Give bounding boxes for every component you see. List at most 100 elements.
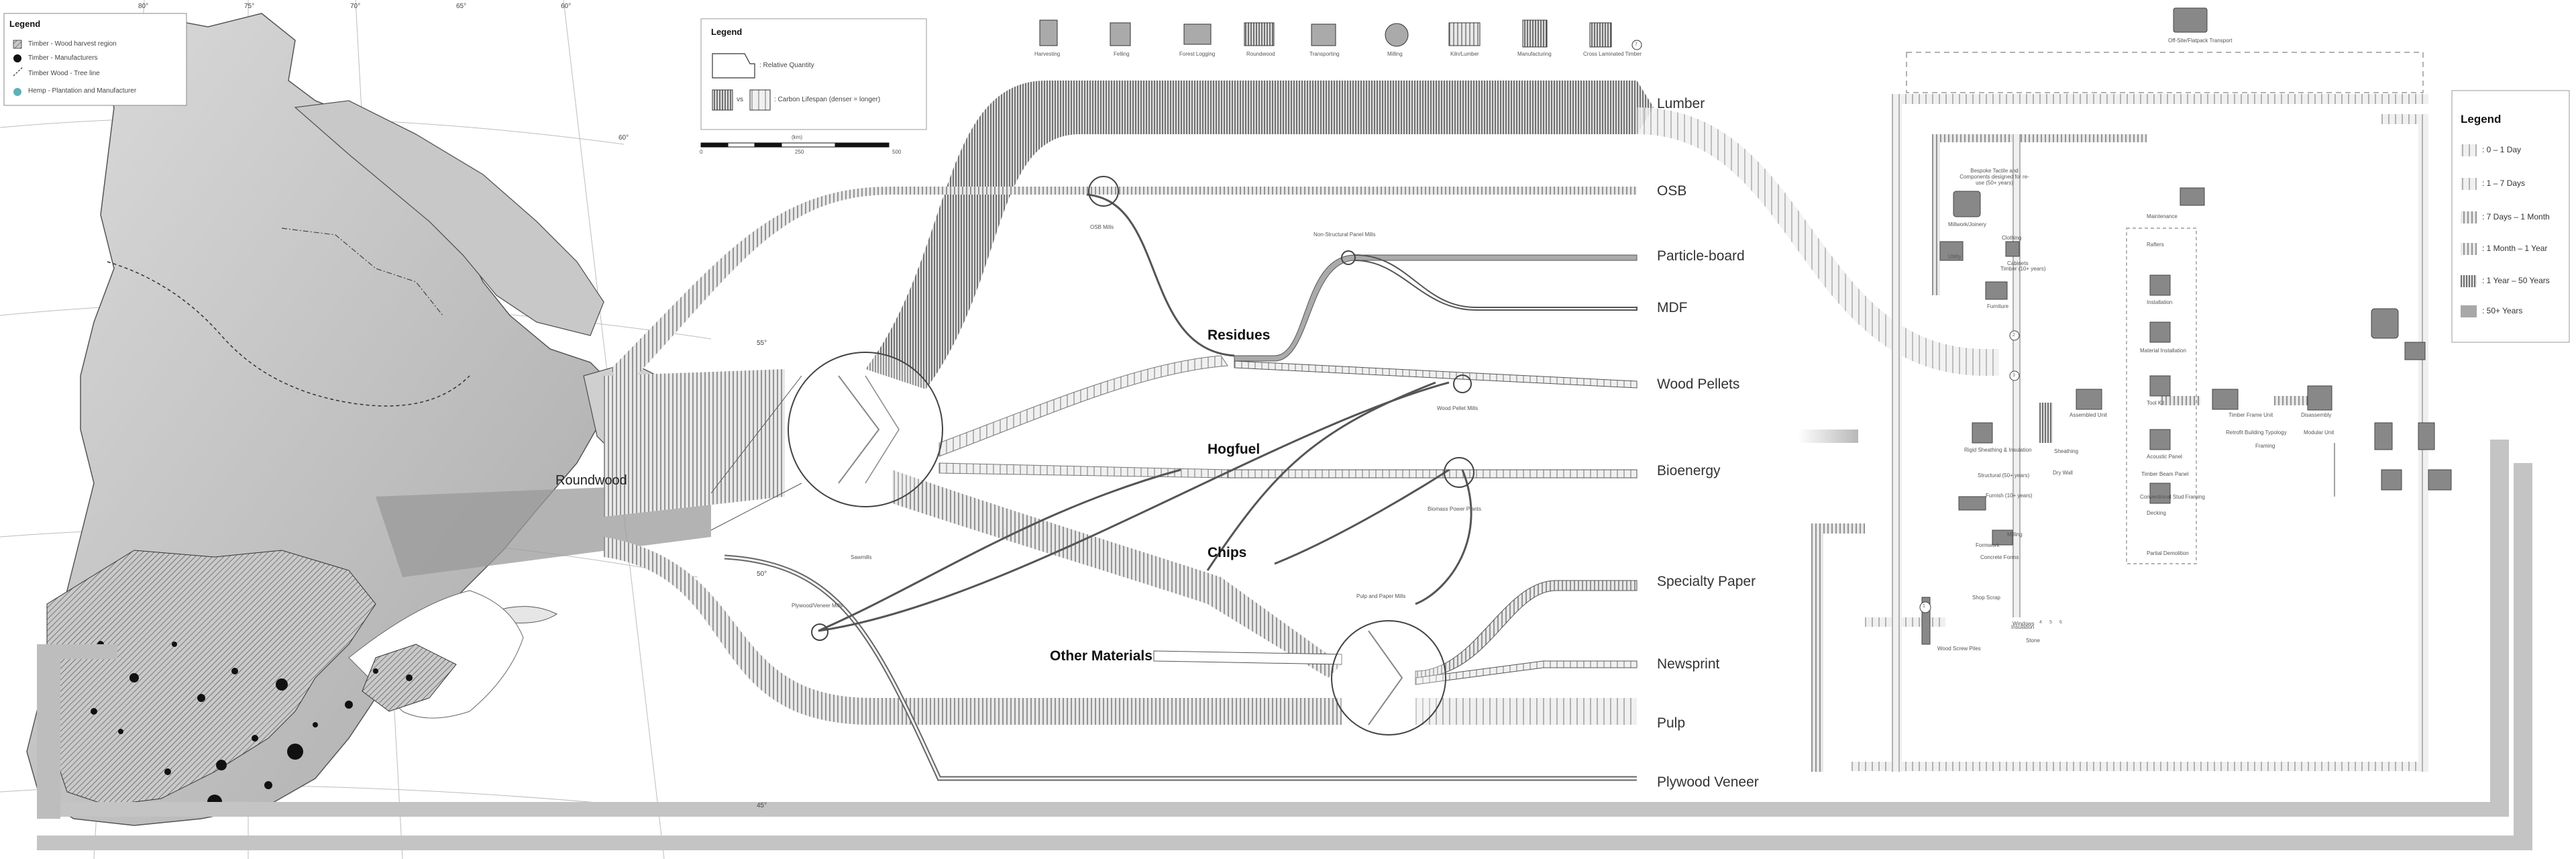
hub-plywood [811,623,828,641]
band-lumber [865,81,1637,389]
building-label: Timber Beam Panel [2141,471,2189,477]
hub-pulp [1331,620,1446,736]
output-lumber: Lumber [1657,96,1705,111]
building-label: Maintenance [2147,213,2178,219]
map-legend [3,13,187,106]
scale-tick: 500 [892,149,902,155]
building-label: Tool Kit [2147,400,2165,406]
lat-label: 45° [757,802,767,809]
output-pulp: Pulp [1657,715,1686,731]
flow-bands [604,81,1654,781]
building-label: Furniture [1987,303,2009,309]
lat-label: 60° [619,134,629,142]
building-label: Rigid Sheathing & Insulation [1964,447,2032,453]
flow-legend-quantity: : Relative Quantity [759,62,814,69]
roundwood-label: Roundwood [555,473,627,488]
right-legend-row: : 50+ Years [2482,306,2523,315]
intermediate-other: Other Materials [1050,648,1152,664]
step-number: 2 [2012,333,2015,338]
building-label: Shop Scrap [1972,595,2000,601]
flow-legend-vs: vs [737,96,743,103]
building-label: Formwork [1976,542,2000,548]
hub-label-sawmills: Sawmills [851,554,872,560]
lon-label: 60° [561,3,572,10]
process-caption: Felling [1114,51,1130,57]
building-label: Millwork/Joinery [1948,221,1986,228]
building-label: Bespoke Tactile and Components designed … [1960,168,2029,186]
process-icons [1039,19,1642,50]
building-label: Milling [2007,532,2023,538]
map-legend-item-harvest: Timber - Wood harvest region [28,40,117,48]
flow-legend-lifespan: : Carbon Lifespan (denser = longer) [774,96,881,103]
band-chips [892,470,1342,678]
output-wood-pellets: Wood Pellets [1657,376,1740,392]
lon-label: 70° [350,3,361,10]
process-caption: Roundwood [1246,51,1275,57]
process-caption: Forest Logging [1179,51,1216,57]
map-harvest-region [46,550,376,806]
building-label: Timber (10+ years) [2000,266,2046,272]
hub-osb [1088,176,1119,207]
step-number: 4 [2039,620,2042,625]
step-number: 1 [1923,604,1925,609]
hub-biomass [1444,457,1474,488]
output-mdf: MDF [1657,300,1688,315]
building-label: Windows [2012,621,2035,627]
building-label: Structural (50+ years) [1978,472,2030,478]
scale-tick: 250 [795,149,804,155]
scale-tick: 0 [700,149,703,155]
flow-legend-title: Legend [711,27,743,37]
lon-label: 80° [138,3,149,10]
map-labrador [294,100,604,336]
lat-label: 50° [757,570,767,578]
step-number: 5 [2049,620,2052,625]
building-label: Decking [2147,510,2166,516]
process-caption: Cross Laminated Timber [1583,51,1642,57]
hub-label-osb: OSB Mills [1090,224,1114,230]
building-label: Insulation [2011,624,2035,630]
band-pulp [604,537,1342,725]
right-legend-row: : 7 Days – 1 Month [2482,212,2550,221]
lat-label: 55° [757,340,767,347]
building-label: Installation [2147,299,2173,305]
band-roundwood [604,369,785,517]
lon-label: 75° [244,3,255,10]
building-label: Sheathing [2054,448,2079,454]
output-bioenergy: Bioenergy [1657,463,1721,478]
building-label: Wood Screw Piles [1937,646,1981,652]
process-caption: Kiln/Lumber [1450,51,1479,57]
intermediate-hogfuel: Hogfuel [1208,442,1260,457]
hub-label-wood-pellet: Wood Pellet Mills [1437,405,1479,411]
output-newsprint: Newsprint [1657,656,1720,672]
right-legend-row: : 0 – 1 Day [2482,145,2522,154]
building-label: Partial Demolition [2147,550,2189,556]
map-legend-item-manufacturers: Timber - Manufacturers [28,54,98,62]
step-number: 3 [2012,373,2015,378]
map-legend-title: Legend [9,19,41,29]
building-label: Rafters [2147,242,2164,248]
building-label: Acoustic Panel [2147,454,2182,460]
building-label: Framing [2255,443,2275,449]
map-tree-line [107,261,470,407]
hubs [788,176,1474,736]
building-label: Clothing [2002,235,2022,241]
output-osb: OSB [1657,183,1687,199]
intermediate-chips: Chips [1208,545,1247,560]
band-osb [610,187,1637,389]
hub-label-plywood: Plywood/Veneer Mills [792,603,843,609]
map-legend-item-tree-line: Timber Wood - Tree line [28,70,100,77]
building-label: Retrofit Building Typology [2226,430,2287,436]
map-hemp-band [37,644,60,819]
intermediate-residues: Residues [1208,327,1271,343]
output-plywood-veneer: Plywood Veneer [1657,774,1759,790]
building-label: Stone [2026,638,2040,644]
process-caption: Harvesting [1034,51,1061,57]
flow-legend [700,18,927,148]
building-label: Dry Wall [2053,470,2073,476]
building-label: Material Installation [2140,348,2186,354]
building-label: Furnish (10+ years) [1986,493,2033,499]
step-number: 7 [1635,42,1638,47]
process-caption: Milling [1387,51,1403,57]
right-legend-row: : 1 – 7 Days [2482,179,2526,188]
